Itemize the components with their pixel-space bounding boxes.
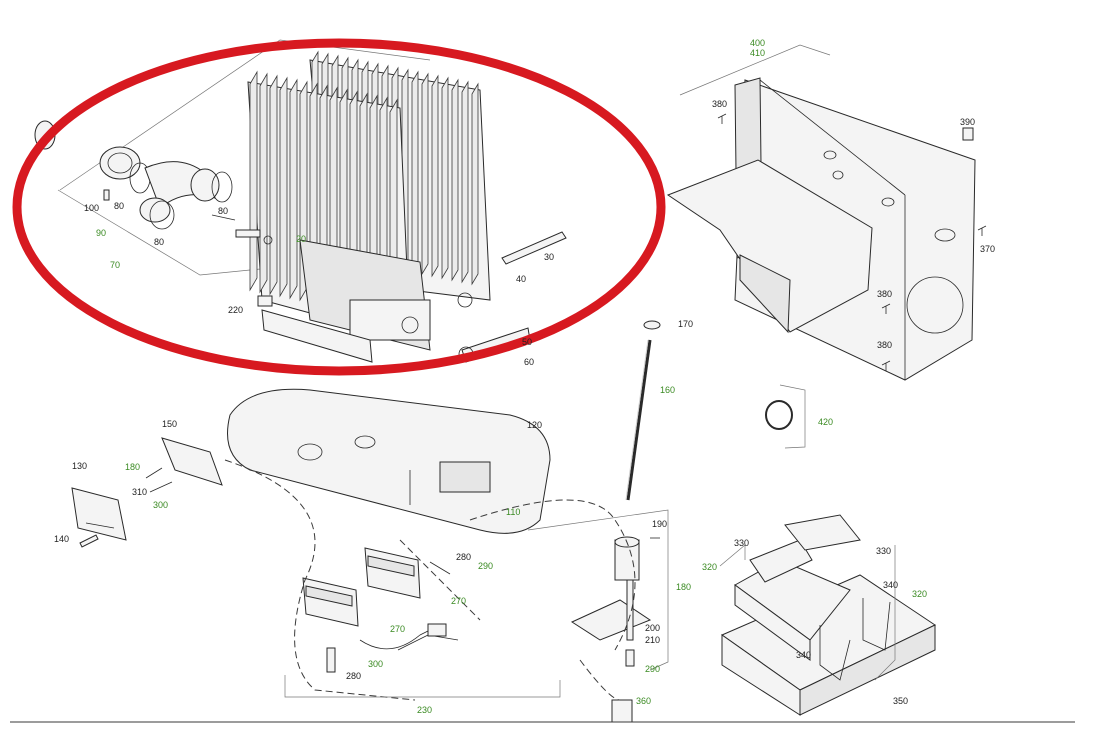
label-80-b: 80 <box>154 237 164 247</box>
label-130: 130 <box>72 461 87 471</box>
label-50: 50 <box>522 337 532 347</box>
label-380-mid: 380 <box>877 289 892 299</box>
label-230: 230 <box>417 705 432 715</box>
label-180-right: 180 <box>676 582 691 592</box>
gasket-ring <box>765 400 793 430</box>
label-20: 20 <box>296 234 306 244</box>
label-110: 110 <box>506 507 520 517</box>
left-components <box>71 437 223 548</box>
label-290-a: 290 <box>478 561 493 571</box>
callout-labels: 400 410 380 390 370 380 380 420 170 160 … <box>54 38 995 715</box>
label-280-a: 280 <box>456 552 471 562</box>
label-210: 210 <box>645 635 660 645</box>
routing-line-b <box>469 499 636 651</box>
label-280-b: 280 <box>346 671 361 681</box>
label-90: 90 <box>96 228 106 238</box>
label-410: 410 <box>750 48 765 58</box>
routing-line-c <box>579 659 621 701</box>
label-380-top: 380 <box>712 99 727 109</box>
label-220: 220 <box>228 305 243 315</box>
label-180-left: 180 <box>125 462 140 472</box>
label-100: 100 <box>84 203 99 213</box>
label-290-b: 290 <box>645 664 660 674</box>
label-80-a: 80 <box>114 201 124 211</box>
label-120: 120 <box>527 420 542 430</box>
label-380-low: 380 <box>877 340 892 350</box>
label-320-a: 320 <box>702 562 717 572</box>
burner-assembly <box>302 547 459 673</box>
label-270-b: 270 <box>390 624 405 634</box>
label-140: 140 <box>54 534 69 544</box>
label-200: 200 <box>645 623 660 633</box>
label-330-a: 330 <box>734 538 749 548</box>
gas-valve <box>527 509 669 723</box>
label-70: 70 <box>110 260 120 270</box>
label-170: 170 <box>678 319 693 329</box>
label-60: 60 <box>524 357 534 367</box>
label-300-right: 300 <box>368 659 383 669</box>
label-190: 190 <box>652 519 667 529</box>
label-340-a: 340 <box>883 580 898 590</box>
label-390: 390 <box>960 117 975 127</box>
highlight-ellipse <box>12 38 666 376</box>
base-plate <box>227 388 551 534</box>
flue-elbow <box>34 120 233 230</box>
routing-line-d <box>399 539 481 621</box>
label-400: 400 <box>750 38 765 48</box>
label-150: 150 <box>162 419 177 429</box>
label-30: 30 <box>544 252 554 262</box>
label-310: 310 <box>132 487 147 497</box>
label-370: 370 <box>980 244 995 254</box>
label-320-b: 320 <box>912 589 927 599</box>
label-330-b: 330 <box>876 546 891 556</box>
ignition-rod <box>625 320 661 501</box>
outer-housing <box>666 44 987 381</box>
routing-line-a <box>224 459 416 701</box>
label-340-b: 340 <box>796 650 811 660</box>
label-350: 350 <box>893 696 908 706</box>
label-420: 420 <box>818 417 833 427</box>
label-80-c: 80 <box>218 206 228 216</box>
label-270-a: 270 <box>451 596 466 606</box>
label-300-left: 300 <box>153 500 168 510</box>
condensate-tray <box>719 514 937 716</box>
label-360: 360 <box>636 696 651 706</box>
label-40: 40 <box>516 274 526 284</box>
label-160: 160 <box>660 385 675 395</box>
